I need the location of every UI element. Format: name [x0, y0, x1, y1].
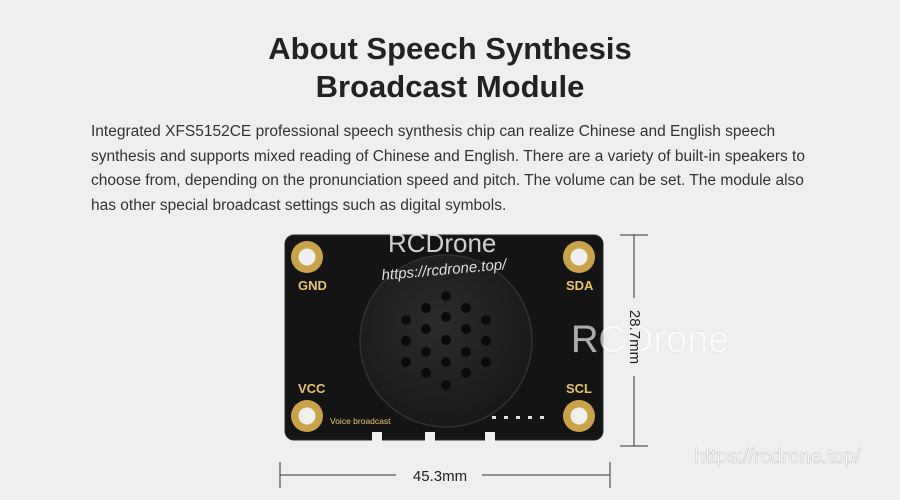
speaker-grille — [401, 291, 491, 390]
speaker — [359, 254, 533, 428]
mounting-pad-bottom-right — [563, 400, 595, 432]
mounting-pad-top-left — [291, 241, 323, 273]
height-dimension — [620, 234, 648, 447]
pin-header-dots — [492, 416, 544, 419]
pin-label-scl: SCL — [566, 381, 592, 396]
mounting-pad-bottom-left — [291, 400, 323, 432]
pin-label-vcc: VCC — [298, 381, 326, 396]
height-label: 28.7mm — [626, 310, 643, 364]
width-label: 45.3mm — [413, 468, 467, 485]
board-label: Voice broadcast — [330, 416, 391, 426]
watermark-brand-right: RCDrone — [571, 319, 729, 361]
width-dimension — [279, 462, 611, 488]
title-line-2: Broadcast Module — [315, 69, 585, 104]
watermark-brand-top: RCDrone — [388, 228, 496, 258]
page-title: About Speech Synthesis Broadcast Module — [0, 30, 900, 106]
watermark-url-bottom: https://rcdrone.top/ — [694, 446, 861, 468]
pin-label-gnd: GND — [298, 278, 327, 293]
title-line-1: About Speech Synthesis — [268, 31, 632, 66]
mounting-pad-top-right — [563, 241, 595, 273]
pin-label-sda: SDA — [566, 278, 594, 293]
description: Integrated XFS5152CE professional speech… — [91, 123, 805, 214]
